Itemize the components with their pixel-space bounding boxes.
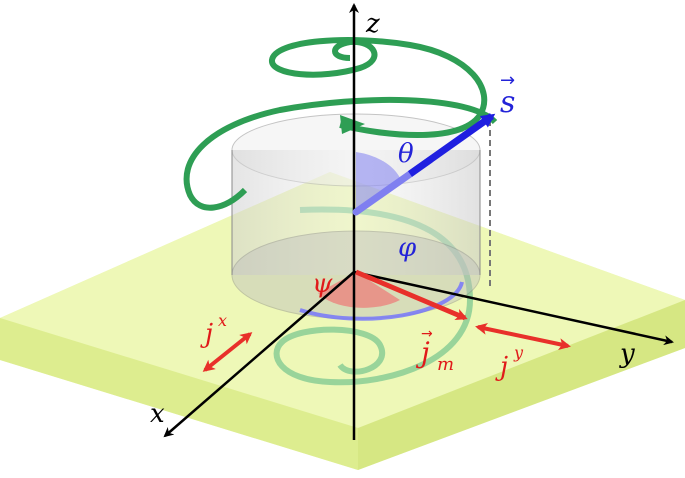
- current-jm-arrow: [355, 269, 468, 321]
- z-axis-label: z: [365, 9, 380, 39]
- y-axis-label: y: [619, 339, 635, 369]
- theta-wedge: [356, 152, 400, 212]
- current-jx-arrow: [202, 332, 253, 372]
- jx-superscript: x: [218, 311, 227, 330]
- spin-vector-s: [407, 113, 496, 177]
- jm-subscript: m: [437, 354, 454, 375]
- current-jy-arrow: [475, 322, 571, 351]
- helix-outer-loop: [183, 96, 498, 211]
- theta-label: θ: [398, 139, 414, 169]
- psi-label: ψ: [312, 269, 333, 299]
- helix-arrow-head: [340, 115, 365, 134]
- phi-label: φ: [398, 233, 417, 263]
- x-axis: [163, 271, 355, 438]
- psi-wedge: [318, 272, 400, 308]
- y-axis: [353, 270, 674, 346]
- helix-upper-coil: [269, 37, 488, 138]
- x-axis-label: x: [150, 399, 165, 429]
- spin-s-vector-hat: →: [500, 70, 515, 91]
- jy-superscript: y: [513, 343, 524, 362]
- spin-s-label: s: [500, 85, 515, 120]
- jm-vector-hat: →: [421, 326, 433, 342]
